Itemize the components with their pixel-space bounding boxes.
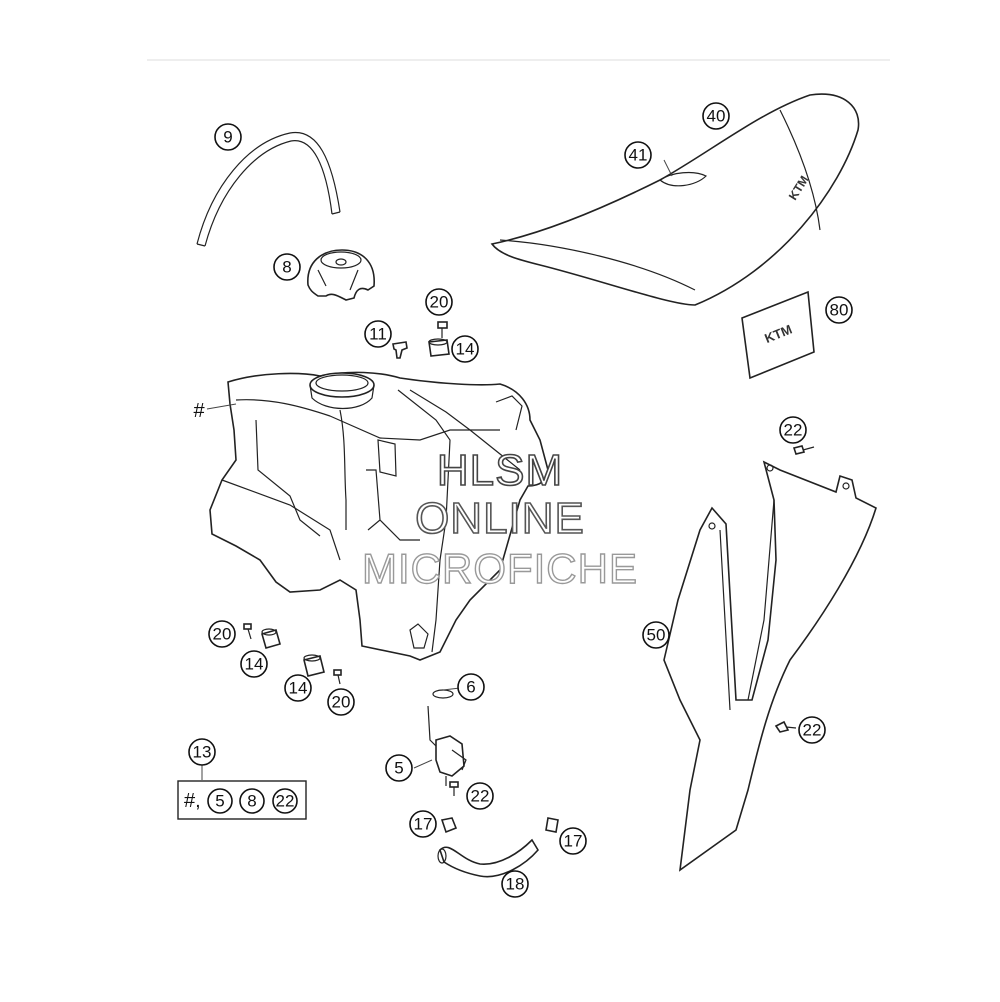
callout-14-top[interactable]: 14 <box>451 335 479 363</box>
fuel-hose-part[interactable] <box>437 838 539 878</box>
svg-text:#: # <box>193 400 205 422</box>
svg-text:14: 14 <box>289 679 308 698</box>
svg-text:5: 5 <box>394 759 403 778</box>
callout-13[interactable]: 13 <box>188 738 216 766</box>
callout-hash[interactable]: # <box>193 400 205 422</box>
seat-emblem-part[interactable] <box>658 171 708 187</box>
svg-text:14: 14 <box>245 655 264 674</box>
callout-50[interactable]: 50 <box>642 621 670 649</box>
svg-text:50: 50 <box>647 626 666 645</box>
seat-cover-part[interactable]: KTM <box>741 290 815 380</box>
side-panel-part[interactable] <box>663 460 877 872</box>
clamp-17-left-part[interactable] <box>440 817 458 834</box>
callout-20-mid[interactable]: 20 <box>327 688 355 716</box>
callout-80[interactable]: 80 <box>825 296 853 324</box>
callout-9[interactable]: 9 <box>214 123 242 151</box>
svg-text:20: 20 <box>332 693 351 712</box>
bolt-20-left-part[interactable] <box>243 623 252 640</box>
kit-item-22: 22 <box>276 792 295 811</box>
kit-item-8: 8 <box>247 792 256 811</box>
screw-22-panel-bottom-part[interactable] <box>774 720 797 733</box>
svg-text:17: 17 <box>414 815 433 834</box>
svg-text:80: 80 <box>830 301 849 320</box>
leader-lines <box>201 159 673 780</box>
spacer-14-mid-part[interactable] <box>303 654 325 677</box>
screw-22-panel-top-part[interactable] <box>792 445 815 455</box>
callout-17-right[interactable]: 17 <box>559 827 587 855</box>
callout-6[interactable]: 6 <box>457 673 485 701</box>
spacer-14-left-part[interactable] <box>261 628 281 649</box>
callout-20-left[interactable]: 20 <box>208 620 236 648</box>
svg-text:22: 22 <box>803 721 822 740</box>
svg-text:41: 41 <box>629 146 648 165</box>
callout-41[interactable]: 41 <box>624 141 652 169</box>
bolt-20-mid-part[interactable] <box>333 669 342 685</box>
callout-22-panel-bottom[interactable]: 22 <box>798 716 826 744</box>
callout-11[interactable]: 11 <box>364 320 392 348</box>
seal-6-part[interactable] <box>432 689 454 699</box>
bolt-20-top-part[interactable] <box>437 321 448 338</box>
svg-text:20: 20 <box>213 625 232 644</box>
breather-hose-part[interactable] <box>196 131 341 247</box>
kit-prefix: #, <box>184 790 201 812</box>
callout-5[interactable]: 5 <box>385 754 413 782</box>
svg-text:18: 18 <box>506 875 525 894</box>
kit-box: #, 5 8 22 <box>177 780 307 820</box>
svg-text:13: 13 <box>193 743 212 762</box>
callout-40[interactable]: 40 <box>702 102 730 130</box>
callout-14-left[interactable]: 14 <box>240 650 268 678</box>
callout-14-mid[interactable]: 14 <box>284 674 312 702</box>
svg-text:6: 6 <box>466 678 475 697</box>
screw-11-part[interactable] <box>392 341 408 359</box>
svg-text:11: 11 <box>369 325 387 344</box>
fuel-tap-part[interactable] <box>427 705 467 786</box>
callout-20-top[interactable]: 20 <box>425 288 453 316</box>
seat-part[interactable]: KTM <box>490 93 860 306</box>
svg-text:22: 22 <box>471 787 490 806</box>
svg-text:22: 22 <box>784 421 803 440</box>
svg-text:20: 20 <box>430 293 449 312</box>
svg-text:40: 40 <box>707 107 726 126</box>
callout-17-left[interactable]: 17 <box>409 810 437 838</box>
callout-22-panel-top[interactable]: 22 <box>779 416 807 444</box>
screw-22-tap-part[interactable] <box>449 781 459 796</box>
callout-22-tap[interactable]: 22 <box>466 782 494 810</box>
svg-text:8: 8 <box>282 258 291 277</box>
fuel-tank-part[interactable] <box>209 371 549 661</box>
clamp-17-right-part[interactable] <box>545 817 559 833</box>
callout-8[interactable]: 8 <box>273 253 301 281</box>
svg-text:17: 17 <box>564 832 583 851</box>
svg-text:9: 9 <box>223 128 232 147</box>
fuel-cap-part[interactable] <box>307 249 375 301</box>
spacer-14-top-part[interactable] <box>428 338 450 357</box>
svg-text:14: 14 <box>456 340 475 359</box>
callout-18[interactable]: 18 <box>501 870 529 898</box>
kit-item-5: 5 <box>215 792 224 811</box>
